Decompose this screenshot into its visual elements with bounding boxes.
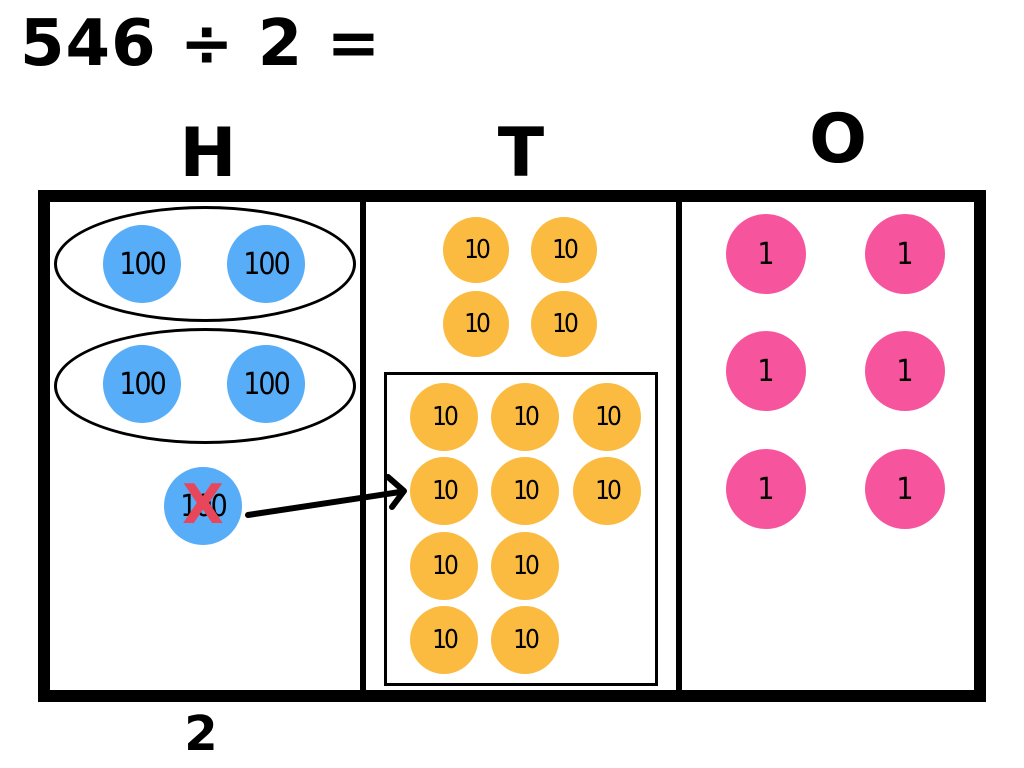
divider-tens-ones — [676, 202, 682, 694]
one-chip: 1 — [865, 331, 945, 411]
ten-chip: 10 — [443, 291, 509, 357]
one-chip: 1 — [726, 449, 806, 529]
one-chip: 1 — [726, 214, 806, 294]
one-chip: 1 — [726, 331, 806, 411]
ten-chip: 10 — [531, 217, 597, 283]
cross-out-mark: X — [182, 473, 224, 536]
one-chip: 1 — [865, 214, 945, 294]
ten-chip: 10 — [491, 532, 559, 600]
hundred-chip: 100 — [103, 345, 181, 423]
hundred-chip: 100 — [103, 225, 181, 303]
hundred-chip: 100 — [227, 345, 305, 423]
regroup-arrow-head — [385, 474, 407, 510]
ten-chip: 10 — [410, 383, 478, 451]
ten-chip: 10 — [531, 291, 597, 357]
ten-chip: 10 — [491, 457, 559, 525]
hundreds-group-oval-1 — [54, 206, 356, 322]
ten-chip: 10 — [573, 383, 641, 451]
equation: 546 ÷ 2 = — [20, 7, 382, 81]
heading-hundreds: H — [179, 114, 237, 193]
hundred-chip-regrouped: 100 — [164, 467, 242, 545]
hundreds-group-oval-2 — [54, 328, 356, 444]
one-chip: 1 — [865, 449, 945, 529]
hundred-chip: 100 — [227, 225, 305, 303]
regroup-arrow-shaft — [245, 489, 403, 518]
ten-chip: 10 — [443, 217, 509, 283]
ten-chip: 10 — [410, 532, 478, 600]
heading-ones: O — [809, 100, 867, 179]
ten-chip: 10 — [573, 457, 641, 525]
ten-chip: 10 — [491, 606, 559, 674]
regrouped-tens-box — [384, 372, 658, 686]
heading-tens: T — [497, 114, 545, 193]
divider-hundreds-tens — [360, 202, 366, 694]
ten-chip: 10 — [410, 457, 478, 525]
ten-chip: 10 — [491, 383, 559, 451]
quotient-hundreds-digit: 2 — [184, 706, 218, 762]
ten-chip: 10 — [410, 606, 478, 674]
